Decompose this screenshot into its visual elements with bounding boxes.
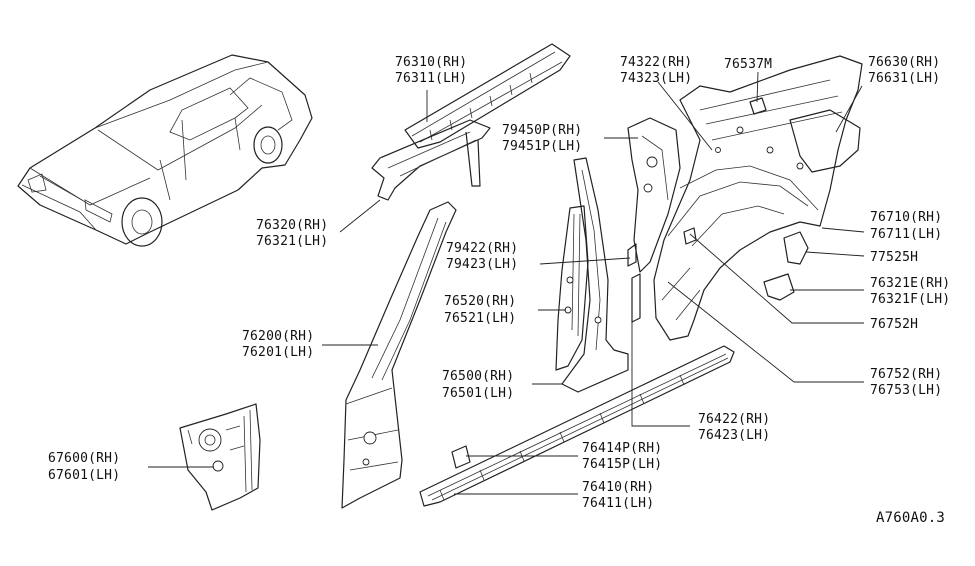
label-76310-rh: 76310(RH) <box>395 55 467 70</box>
label-76753-lh: 76753(LH) <box>870 383 942 398</box>
part-76414P-sill-inner <box>451 445 471 469</box>
label-76752H: 76752H <box>870 317 918 332</box>
label-76200-rh: 76200(RH) <box>242 329 314 344</box>
label-76630-lh: 76631(LH) <box>868 71 940 86</box>
label-76200-lh: 76201(LH) <box>242 345 314 360</box>
label-76200: 76200(RH) 76201(LH) <box>242 329 314 360</box>
label-76710: 76710(RH) 76711(LH) <box>870 210 942 242</box>
part-79422-bracket <box>627 243 637 267</box>
label-76410-rh: 76410(RH) <box>582 480 654 495</box>
part-74322-rear-body <box>653 55 863 341</box>
label-79450: 79450P(RH) 79451P(LH) <box>502 123 582 154</box>
label-76537M: 76537M <box>724 57 772 72</box>
label-76410: 76410(RH) 76411(LH) <box>582 480 654 511</box>
part-76500-pillar <box>561 157 629 393</box>
label-74322: 74322(RH) 74323(LH) <box>620 55 692 86</box>
part-76520-pillar-panel <box>555 205 589 371</box>
label-76752-rh: 76752(RH) <box>870 367 942 382</box>
label-76500-rh: 76500(RH) <box>442 369 514 384</box>
label-76500-lh: 76501(LH) <box>442 386 514 401</box>
part-77525H-bracket <box>783 231 809 265</box>
label-76411-lh: 76411(LH) <box>582 496 654 511</box>
label-77525H: 77525H <box>870 250 918 265</box>
label-76422: 76422(RH) 76423(LH) <box>698 412 770 443</box>
part-76200-center-pillar <box>341 201 457 509</box>
label-77525: 77525H <box>870 250 918 265</box>
label-79450-rh: 79450P(RH) <box>502 123 582 138</box>
label-76500: 76500(RH) 76501(LH) <box>442 369 514 401</box>
label-76710-rh: 76710(RH) <box>870 210 942 225</box>
label-76415P-lh: 76415P(LH) <box>582 457 662 472</box>
part-76422-bracket <box>631 273 641 323</box>
label-76752H: 76752H <box>870 317 918 332</box>
label-76710-lh: 76711(LH) <box>870 227 942 242</box>
label-79422-lh: 79423(LH) <box>446 257 518 272</box>
label-76520: 76520(RH) 76521(LH) <box>444 294 516 326</box>
label-76414P-rh: 76414P(RH) <box>582 441 662 456</box>
label-76320: 76320(RH) 76321(LH) <box>256 218 328 249</box>
label-76422-rh: 76422(RH) <box>698 412 770 427</box>
label-76520-lh: 76521(LH) <box>444 311 516 326</box>
label-76537: 76537M <box>724 57 772 72</box>
reference-code: A760A0.3 <box>876 510 945 526</box>
part-76752H <box>683 227 697 245</box>
label-76752: 76752(RH) 76753(LH) <box>870 367 942 398</box>
label-79450-lh: 79451P(LH) <box>502 139 582 154</box>
part-76630-corner <box>789 109 861 173</box>
label-79422-rh: 79422(RH) <box>446 241 518 256</box>
car-illustration <box>17 54 313 247</box>
label-67600: 67600(RH) 67601(LH) <box>48 451 120 483</box>
leader-lines <box>148 71 865 495</box>
label-79422: 79422(RH) 79423(LH) <box>446 241 518 272</box>
part-76320-upper-rail <box>371 119 491 201</box>
part-79450-inner-pillar <box>627 117 681 273</box>
label-76310-lh: 76311(LH) <box>395 71 467 86</box>
label-74322-rh: 74322(RH) <box>620 55 692 70</box>
label-76630: 76630(RH) 76631(LH) <box>868 55 940 86</box>
label-76310: 76310(RH) 76311(LH) <box>395 55 467 86</box>
part-76321E-bracket <box>763 273 795 301</box>
label-76422-lh: 76423(LH) <box>698 428 770 443</box>
part-76310-roof-rail <box>404 43 571 149</box>
label-76320-lh: 76321(LH) <box>256 234 328 249</box>
label-76321E: 76321E(RH) 76321F(LH) <box>870 276 950 307</box>
label-76520-rh: 76520(RH) <box>444 294 516 309</box>
label-76321E-rh: 76321E(RH) <box>870 276 950 291</box>
part-76537M-clip <box>749 97 767 115</box>
label-67600-rh: 67600(RH) <box>48 451 120 466</box>
label-74322-lh: 74323(LH) <box>620 71 692 86</box>
label-76321F-lh: 76321F(LH) <box>870 292 950 307</box>
label-67600-lh: 67601(LH) <box>48 468 120 483</box>
label-76414: 76414P(RH) 76415P(LH) <box>582 441 662 472</box>
label-76630-rh: 76630(RH) <box>868 55 940 70</box>
label-76320-rh: 76320(RH) <box>256 218 328 233</box>
part-67600-dash-side <box>179 403 261 511</box>
